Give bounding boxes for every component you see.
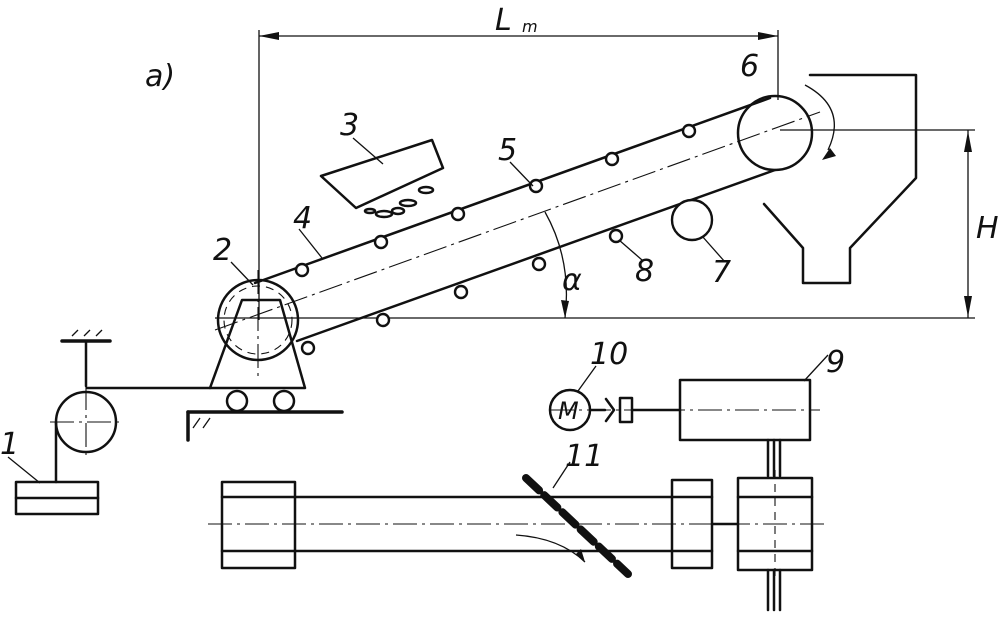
drive-unit: M: [548, 378, 820, 478]
length-label: L: [495, 3, 512, 38]
gearbox: [678, 378, 812, 442]
callout-4: 4: [293, 201, 312, 236]
callout-11: 11: [565, 439, 603, 474]
callouts: 1 2 3 4 5 6 7 8 9 10 11: [0, 49, 845, 489]
motor-label: M: [558, 397, 579, 425]
angle-label: α: [562, 263, 582, 298]
head-pulley: [736, 84, 836, 172]
plan-view: [208, 470, 825, 612]
length-subscript: m: [522, 17, 538, 36]
callout-9: 9: [826, 345, 845, 380]
callout-5: 5: [498, 133, 517, 168]
incline-angle: α: [544, 211, 582, 319]
tail-pulley: [208, 270, 307, 413]
callout-7: 7: [712, 255, 731, 290]
callout-6: 6: [740, 49, 759, 84]
panel-label: a): [145, 59, 175, 94]
discharge-chute: [762, 73, 918, 285]
callout-2: 2: [213, 233, 232, 268]
snub-pulley: [670, 198, 714, 242]
length-dimension: L m: [258, 3, 779, 320]
upper-idlers: [294, 123, 697, 278]
loading-hopper: [319, 138, 445, 219]
plough-discharger: [522, 474, 632, 578]
callout-1: 1: [0, 427, 19, 462]
carriage-rail: [186, 410, 344, 442]
callout-3: 3: [340, 108, 359, 143]
lower-idlers: [300, 228, 624, 356]
callout-8: 8: [635, 254, 654, 289]
tension-device: [14, 329, 212, 516]
callout-10: 10: [590, 337, 628, 372]
height-label: H: [976, 211, 999, 246]
